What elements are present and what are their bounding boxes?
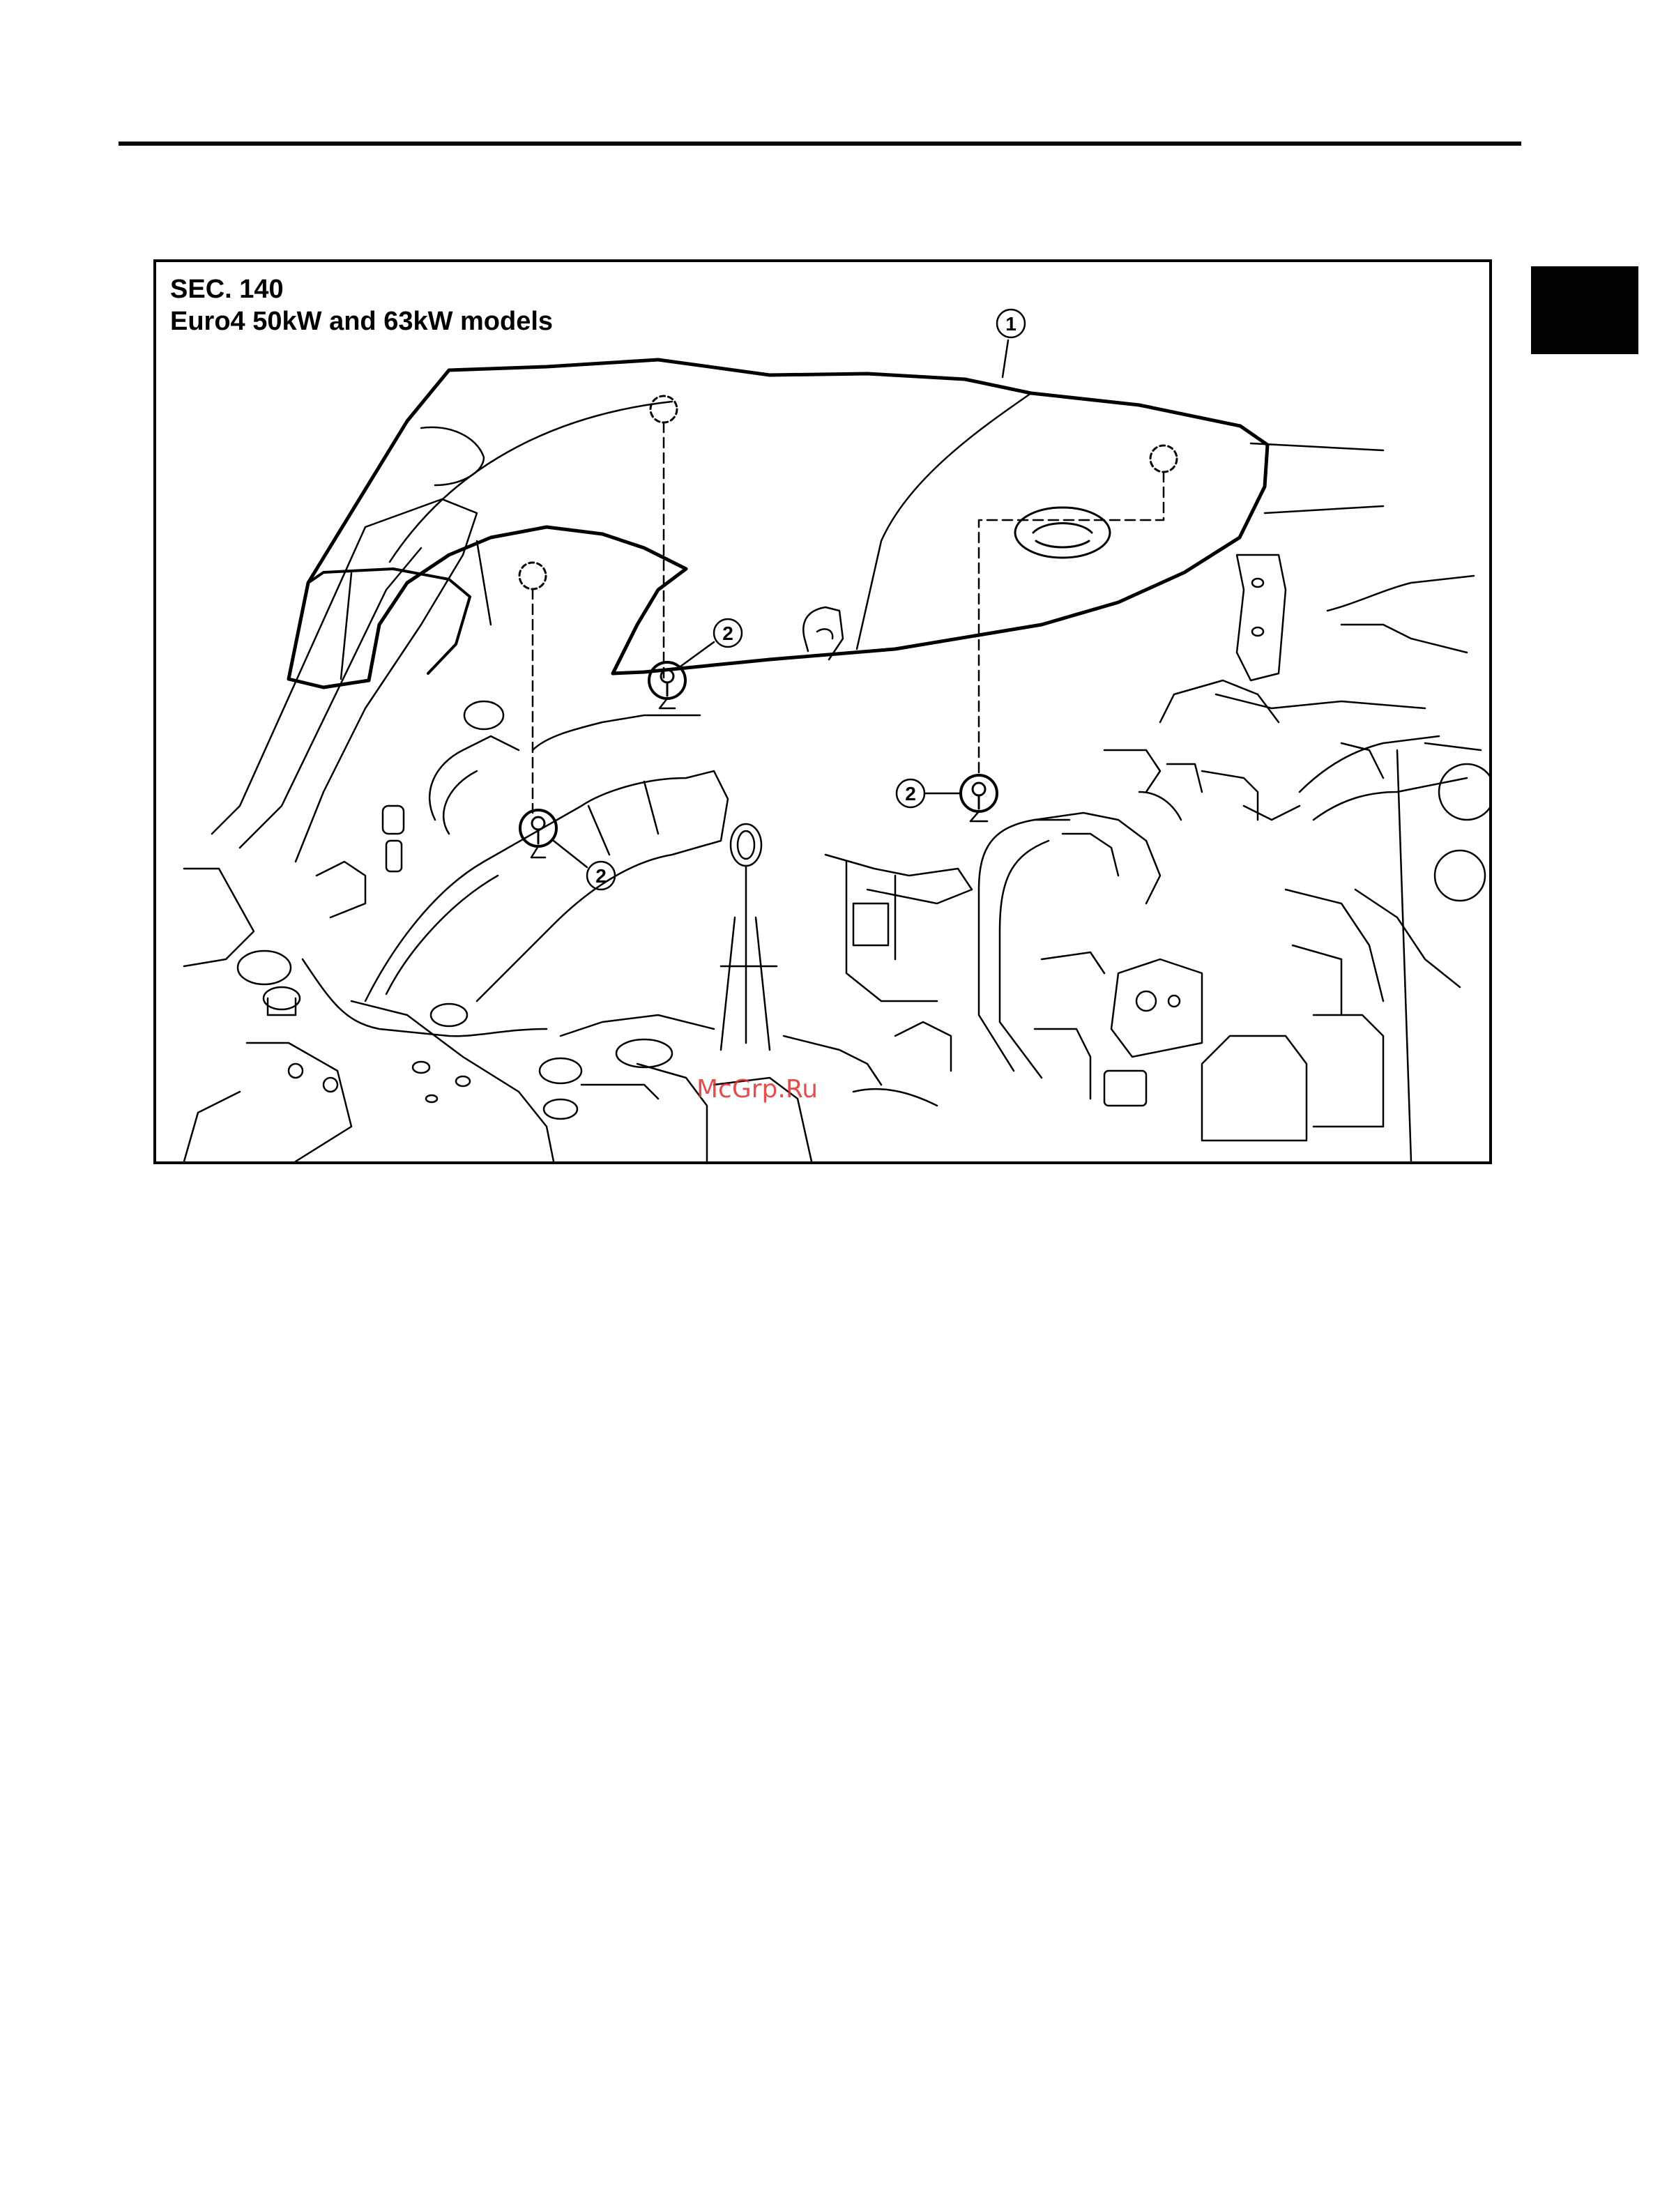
engine-bay-linework bbox=[184, 443, 1489, 1161]
engine-cover-diagram: 1 2 2 2 McGrp.Ru bbox=[156, 262, 1489, 1161]
header-rule bbox=[119, 142, 1521, 146]
grommet-center bbox=[649, 662, 685, 708]
callout-2-center: 2 bbox=[680, 619, 742, 666]
callout-1-number: 1 bbox=[1005, 313, 1016, 335]
callout-1: 1 bbox=[997, 310, 1025, 377]
figure-caption: SEC. 140 Euro4 50kW and 63kW models bbox=[170, 273, 553, 337]
engine-cover bbox=[289, 360, 1267, 687]
section-label: SEC. 140 bbox=[170, 273, 553, 305]
callout-2-right: 2 bbox=[897, 779, 961, 807]
oil-filler-cap bbox=[1015, 508, 1110, 558]
callout-2-center-number: 2 bbox=[722, 623, 733, 644]
callout-2-right-number: 2 bbox=[905, 783, 916, 804]
grommet-right bbox=[961, 775, 997, 821]
figure-frame: SEC. 140 Euro4 50kW and 63kW models bbox=[153, 259, 1492, 1164]
watermark-text: McGrp.Ru bbox=[696, 1075, 818, 1104]
models-label: Euro4 50kW and 63kW models bbox=[170, 305, 553, 337]
section-index-tab bbox=[1531, 266, 1638, 354]
grommet-left bbox=[520, 810, 556, 857]
callout-2-left-number: 2 bbox=[595, 865, 607, 887]
